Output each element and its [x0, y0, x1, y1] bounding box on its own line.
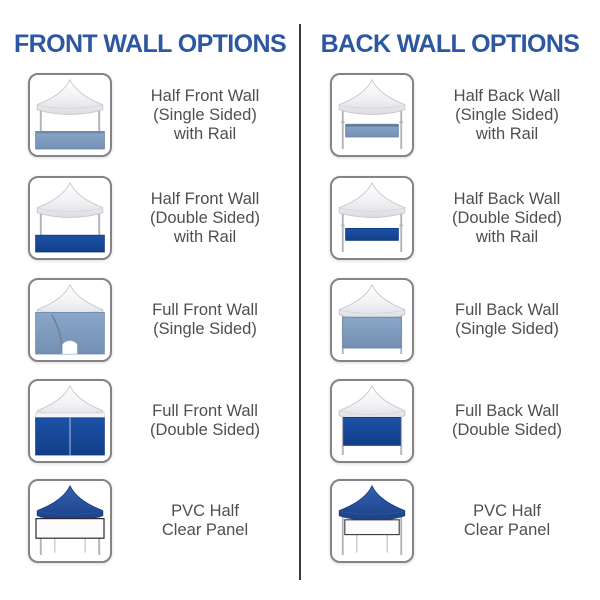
option-row-half-back-single: Half Back Wall (Single Sided) with Rail [330, 73, 594, 157]
item-label: Half Back Wall (Single Sided) with Rail [453, 86, 561, 143]
item-label: Full Back Wall (Single Sided) [455, 301, 559, 338]
tent-thumbnail [28, 379, 112, 463]
item-label: Full Back Wall (Double Sided) [451, 402, 563, 439]
item-label: Full Front Wall (Single Sided) [152, 301, 258, 338]
item-label: Half Front Wall (Double Sided) with Rail [149, 189, 261, 246]
tent-half-front-wall-double-icon [35, 182, 105, 253]
tent-full-back-wall-double-icon [338, 385, 406, 456]
tent-half-back-wall-double-icon [338, 182, 406, 253]
option-row-full-back-single: Full Back Wall (Single Sided) [330, 278, 594, 362]
column-divider [299, 24, 301, 580]
tent-thumbnail [330, 379, 414, 463]
item-label: PVC Half Clear Panel [463, 502, 551, 539]
tent-full-back-wall-single-icon [338, 284, 406, 355]
tent-thumbnail [28, 278, 112, 362]
tent-thumbnail [330, 278, 414, 362]
item-label: Half Front Wall (Single Sided) with Rail [150, 86, 260, 143]
back-wall-options-title: BACK WALL OPTIONS [320, 30, 580, 58]
tent-full-front-wall-single-icon [35, 284, 105, 355]
tent-thumbnail [28, 73, 112, 157]
option-row-pvc-back: PVC Half Clear Panel [330, 479, 594, 563]
option-row-half-front-single: Half Front Wall (Single Sided) with Rail [28, 73, 292, 157]
tent-thumbnail [330, 176, 414, 260]
tent-thumbnail [28, 176, 112, 260]
item-label: Full Front Wall (Double Sided) [149, 402, 261, 439]
tent-half-front-wall-single-icon [35, 79, 105, 150]
item-label: PVC Half Clear Panel [161, 502, 249, 539]
tent-half-back-wall-single-icon [338, 79, 406, 150]
front-wall-options-title: FRONT WALL OPTIONS [13, 30, 287, 58]
tent-pvc-half-clear-panel-back-icon [338, 485, 406, 556]
tent-full-front-wall-double-icon [35, 385, 105, 456]
tent-thumbnail [330, 73, 414, 157]
tent-thumbnail [28, 479, 112, 563]
option-row-full-back-double: Full Back Wall (Double Sided) [330, 379, 594, 463]
option-row-pvc-front: PVC Half Clear Panel [28, 479, 292, 563]
tent-thumbnail [330, 479, 414, 563]
option-row-full-front-double: Full Front Wall (Double Sided) [28, 379, 292, 463]
item-label: Half Back Wall (Double Sided) with Rail [451, 189, 563, 246]
option-row-full-front-single: Full Front Wall (Single Sided) [28, 278, 292, 362]
option-row-half-front-double: Half Front Wall (Double Sided) with Rail [28, 176, 292, 260]
tent-pvc-half-clear-panel-front-icon [35, 485, 105, 556]
option-row-half-back-double: Half Back Wall (Double Sided) with Rail [330, 176, 594, 260]
